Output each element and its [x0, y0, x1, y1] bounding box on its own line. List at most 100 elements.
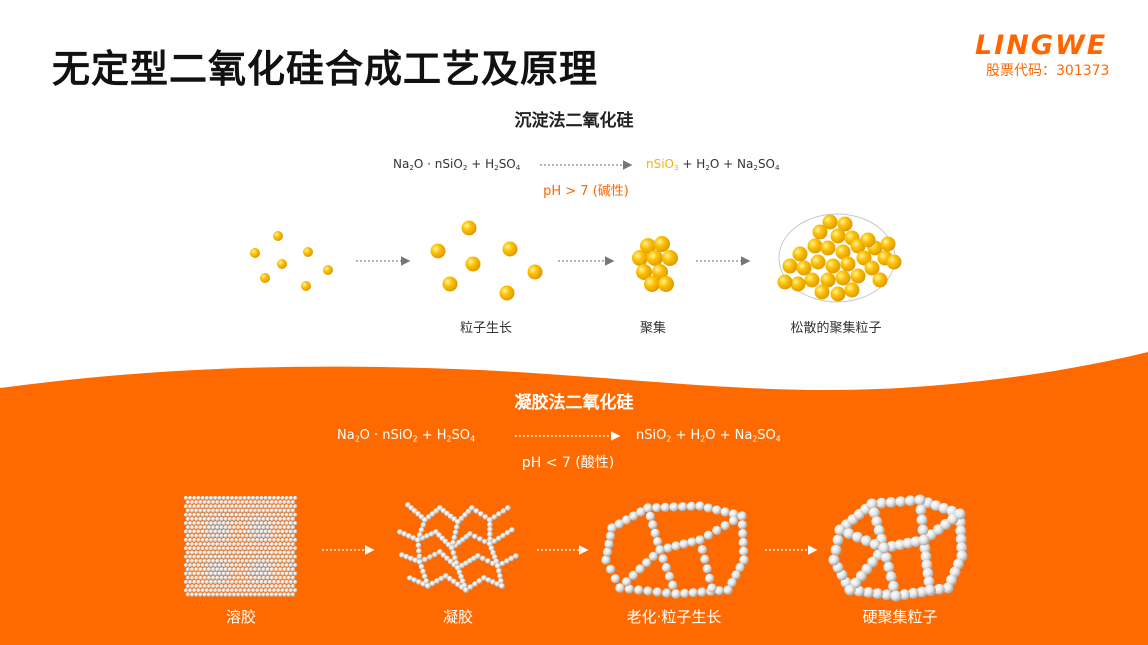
sol-particle — [221, 495, 226, 501]
sol-particle — [188, 504, 193, 509]
sol-particle — [286, 516, 291, 522]
sol-particle — [185, 508, 191, 513]
sol-particle — [215, 533, 220, 538]
sol-particle — [293, 521, 298, 526]
cluster-particle — [658, 276, 674, 292]
hard-aggregate-particle — [876, 497, 887, 509]
sol-particle — [198, 516, 203, 522]
aging-particle — [605, 531, 616, 541]
sol-particle — [217, 554, 222, 559]
hard-aggregate-particle — [921, 559, 933, 571]
aging-particle — [610, 574, 620, 584]
sol-particle — [293, 554, 298, 559]
sol-particle — [269, 567, 275, 572]
sol-particle — [240, 516, 245, 522]
sol-particle — [255, 495, 260, 501]
sol-particle — [225, 571, 231, 576]
sol-particle — [248, 508, 254, 513]
gel-particle — [425, 514, 432, 520]
sol-particle — [219, 516, 224, 522]
sol-particle — [251, 588, 256, 593]
sol-particle — [215, 508, 220, 513]
sol-particle — [265, 567, 270, 572]
sol-particle — [194, 592, 199, 597]
sol-particle — [198, 508, 203, 513]
hard-aggregate-particle — [844, 584, 856, 596]
aggregate-particle — [814, 284, 830, 300]
sol-particle — [225, 537, 231, 543]
sol-particle — [185, 542, 191, 547]
gel-particle — [487, 526, 493, 533]
sol-particle — [188, 554, 193, 559]
sol-particle — [259, 546, 264, 551]
gel-particle — [452, 529, 459, 536]
grown-particle — [502, 241, 518, 257]
hard-aggregate-particle — [834, 524, 846, 536]
sol-particle — [183, 571, 189, 576]
sol-particle — [274, 500, 279, 505]
aging-particle — [634, 585, 644, 595]
aggregate-particle — [835, 270, 851, 286]
sol-particle — [198, 500, 203, 505]
sol-particle — [242, 579, 247, 585]
sol-particle — [286, 508, 291, 513]
gel-particle — [477, 536, 483, 542]
gel-particle — [449, 545, 455, 551]
sol-particle — [198, 550, 203, 555]
sol-particle — [248, 550, 254, 555]
sol-particle — [196, 512, 201, 517]
sol-particle — [244, 567, 249, 572]
sol-particle — [265, 592, 270, 597]
gel-particle — [491, 538, 498, 544]
sol-particle — [215, 542, 220, 547]
sol-particle — [259, 563, 264, 568]
sol-particle — [204, 512, 210, 517]
gel-particle — [420, 522, 427, 528]
sol-particle — [267, 579, 273, 585]
sol-particle — [278, 542, 283, 547]
gel-particle — [452, 555, 458, 561]
sol-particle — [230, 521, 235, 526]
sol-particle — [213, 554, 218, 559]
sol-particle — [198, 575, 203, 580]
aging-particle — [648, 520, 658, 530]
gel-particle — [416, 548, 422, 554]
sol-particle — [276, 521, 281, 526]
gel-particle — [463, 587, 469, 593]
aggregate-particle — [810, 254, 826, 270]
sol-particle — [272, 554, 277, 559]
sol-particle — [290, 584, 296, 589]
sol-particle — [257, 525, 262, 530]
sol-particle — [284, 529, 289, 534]
sol-particle — [253, 558, 258, 564]
sol-particle — [225, 529, 231, 534]
sol-particle — [230, 512, 235, 517]
aging-particle — [604, 539, 614, 549]
hard-aggregate-particle — [890, 590, 902, 602]
aging-particle — [687, 537, 697, 547]
sol-particle — [238, 546, 243, 551]
sol-particle — [261, 516, 266, 522]
sol-particle — [259, 571, 264, 576]
sol-particle — [185, 500, 191, 505]
sol-particle — [236, 575, 241, 580]
sol-particle — [188, 588, 193, 593]
aging-particle — [655, 545, 665, 555]
sol-particle — [215, 500, 220, 505]
sol-particle — [251, 529, 256, 534]
sol-particle — [238, 563, 243, 568]
sol-particle — [286, 533, 291, 538]
sol-particle — [290, 575, 296, 580]
sol-particle — [265, 558, 270, 564]
sol-particle — [190, 533, 195, 538]
sol-particle — [190, 558, 195, 564]
seed-particle — [303, 247, 313, 257]
aging-particle — [735, 562, 745, 573]
sol-particle — [209, 579, 214, 585]
sol-particle — [251, 563, 256, 568]
cluster-particle — [647, 250, 663, 266]
gel-particle — [496, 535, 502, 542]
aging-particle — [738, 537, 748, 548]
sol-particle — [204, 579, 210, 585]
sol-particle — [209, 588, 214, 593]
